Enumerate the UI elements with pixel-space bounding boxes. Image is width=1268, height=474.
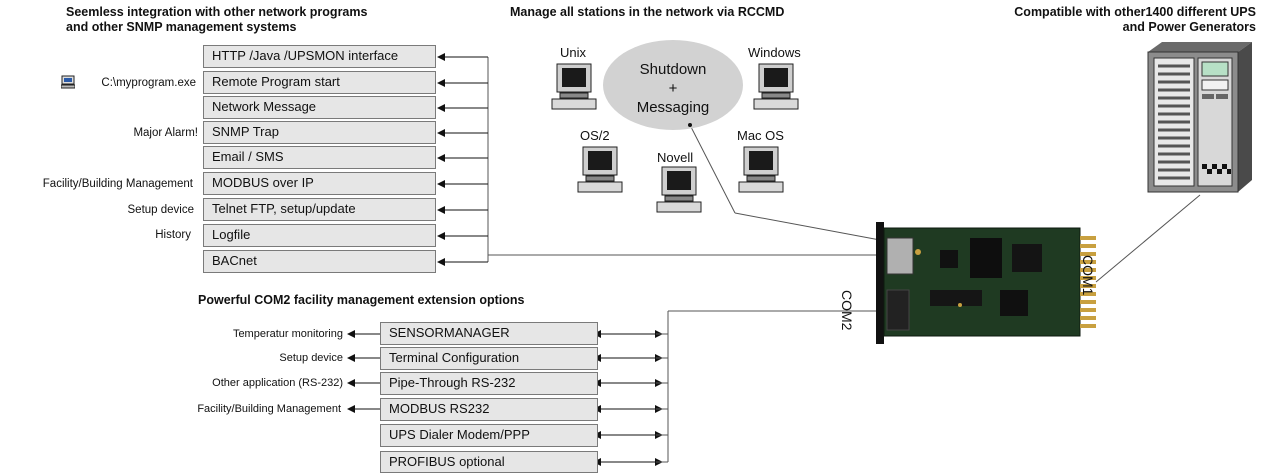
ups-dialer-box: UPS Dialer Modem/PPP — [380, 424, 598, 447]
pipe-through-box: Pipe-Through RS-232 — [380, 372, 598, 395]
major-alarm-label: Major Alarm! — [133, 127, 198, 139]
modbus-rs232-box: MODBUS RS232 — [380, 398, 598, 421]
telnet-ftp-box: Telnet FTP, setup/update — [203, 198, 436, 221]
com2-heading: Powerful COM2 facility management extens… — [198, 293, 525, 307]
network-heading: Seemless integration with other network … — [66, 5, 367, 35]
cloud-line3: Messaging — [636, 99, 710, 116]
os-label-os2: OS/2 — [580, 128, 610, 143]
temperature-monitoring-label: Temperatur monitoring — [232, 328, 343, 340]
http-java-upsmon-box: HTTP /Java /UPSMON interface — [203, 45, 436, 68]
cloud-line1: Shutdown — [639, 61, 707, 78]
ups-heading-line2: and Power Generators — [1122, 20, 1256, 34]
network-card-icon — [876, 222, 1096, 344]
other-application-label: Other application (RS-232) — [212, 377, 343, 389]
cloud-text: Shutdown + Messaging — [603, 60, 743, 117]
unix-computer-icon — [551, 63, 597, 110]
program-label: C:\myprogram.exe — [101, 77, 196, 89]
setup-device-label: Setup device — [127, 204, 195, 216]
os-label-windows: Windows — [748, 45, 801, 60]
facility-management-label: Facility/Building Management — [42, 178, 193, 190]
com1-label: COM1 — [1080, 255, 1096, 296]
computer-icon — [60, 75, 76, 89]
os-label-unix: Unix — [560, 45, 587, 60]
modbus-over-ip-box: MODBUS over IP — [203, 172, 436, 195]
network-heading-line1: Seemless integration with other network … — [66, 5, 368, 19]
bacnet-box: BACnet — [203, 250, 436, 273]
novell-computer-icon — [656, 166, 702, 213]
windows-computer-icon — [753, 63, 799, 110]
com2-facility-management-label: Facility/Building Management — [197, 403, 341, 415]
rccmd-heading: Manage all stations in the network via R… — [510, 5, 785, 19]
email-sms-box: Email / SMS — [203, 146, 436, 169]
ups-cabinet-icon — [1147, 42, 1252, 193]
profibus-box: PROFIBUS optional — [380, 451, 598, 473]
sensormanager-box: SENSORMANAGER — [380, 322, 598, 345]
com2-setup-device-label: Setup device — [279, 352, 343, 364]
snmp-trap-box: SNMP Trap — [203, 121, 436, 144]
rccmd-cloud — [603, 40, 743, 130]
remote-program-start-box: Remote Program start — [203, 71, 436, 94]
network-heading-line2: and other SNMP management systems — [66, 20, 297, 34]
com2-label: COM2 — [839, 290, 855, 331]
network-message-box: Network Message — [203, 96, 436, 119]
logfile-box: Logfile — [203, 224, 436, 247]
os2-computer-icon — [577, 146, 623, 193]
terminal-configuration-box: Terminal Configuration — [380, 347, 598, 370]
os-label-macos: Mac OS — [737, 128, 784, 143]
cloud-line2: + — [668, 80, 678, 97]
macos-computer-icon — [738, 146, 784, 193]
history-label: History — [155, 229, 191, 241]
ups-heading: Compatible with other1400 different UPS … — [1014, 5, 1256, 35]
ups-heading-line1: Compatible with other1400 different UPS — [1014, 5, 1256, 19]
os-label-novell: Novell — [657, 150, 694, 165]
